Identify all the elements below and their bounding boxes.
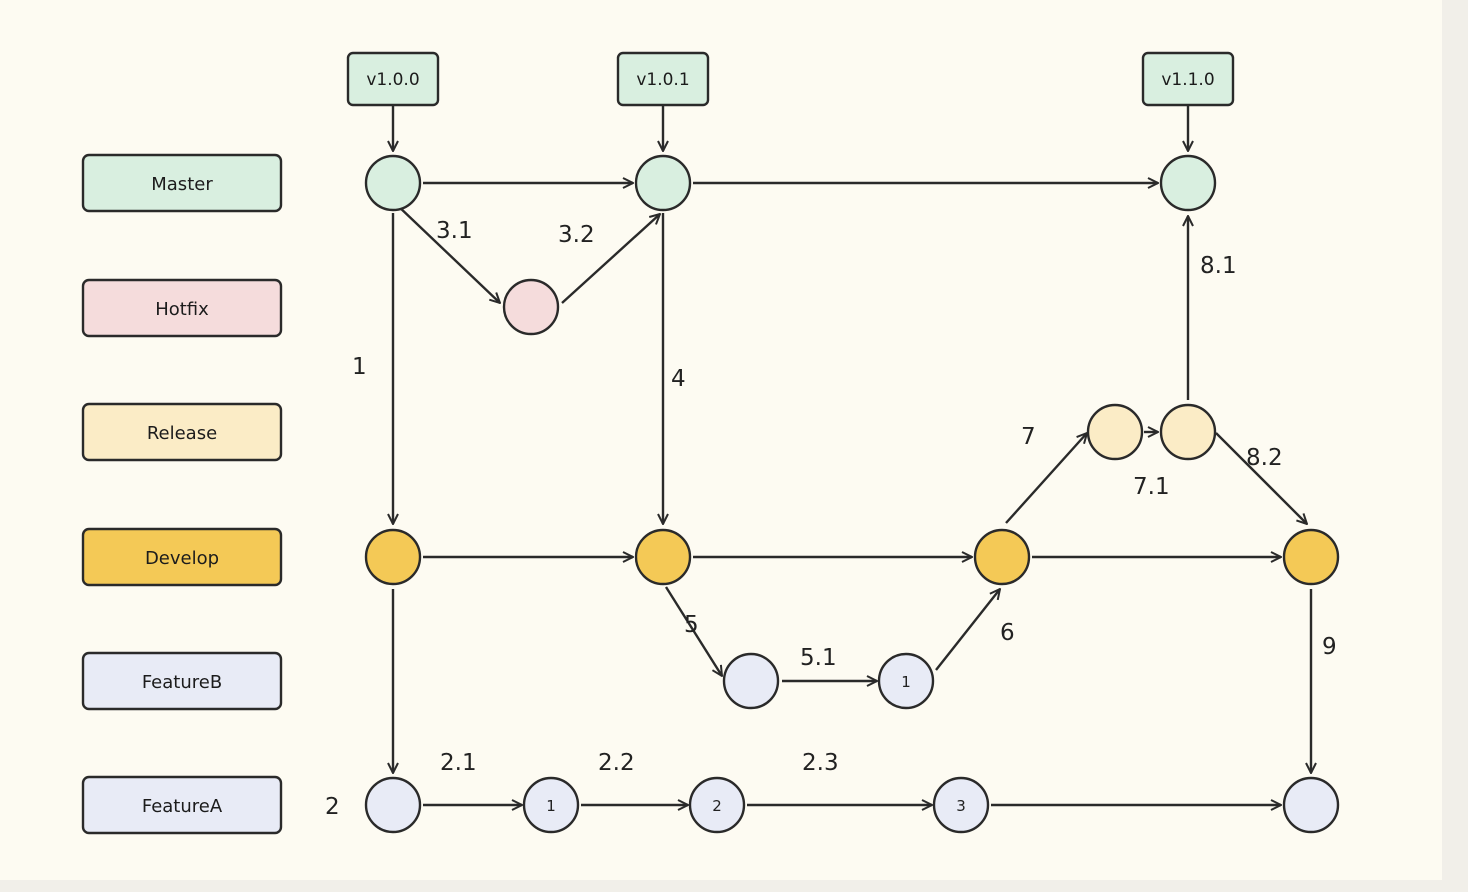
- lane-label-release: Release: [81, 402, 283, 462]
- featureb-branch-edge: [664, 586, 722, 676]
- lane-box-release: [81, 402, 283, 462]
- lane-label-text: FeatureB: [142, 672, 222, 693]
- featureb-commit-node: [722, 652, 780, 710]
- hotfix-branch-edge: [395, 203, 500, 303]
- version-tag-box: [1141, 51, 1235, 107]
- featureb-commit-circle: [877, 652, 935, 710]
- develop-commit-node: [364, 528, 422, 586]
- step-label-3-2: 3.2: [558, 222, 595, 248]
- step-label-2-3: 2.3: [802, 750, 839, 776]
- featurea-commit-circle: [932, 776, 990, 834]
- step-label-6: 6: [1000, 620, 1015, 646]
- version-tag-v1-1-0: v1.1.0: [1141, 51, 1235, 107]
- lane-label-hotfix: Hotfix: [81, 278, 283, 338]
- develop-commit-node: [973, 528, 1031, 586]
- step-label-2: 2: [325, 794, 340, 820]
- featurea-commit-node: [1282, 776, 1340, 834]
- version-tag-v1-0-0: v1.0.0: [346, 51, 440, 107]
- develop-commit-node: [634, 528, 692, 586]
- featurea-commit-circle: [522, 776, 580, 834]
- node-number: 3: [956, 797, 966, 815]
- hotfix-merge-edge: [561, 214, 660, 304]
- node-number: 1: [546, 797, 556, 815]
- lane-label-text: Develop: [145, 548, 219, 569]
- release-commit-node: [1159, 403, 1217, 461]
- release-branch-edge: [1005, 433, 1087, 524]
- step-label-5: 5: [684, 612, 699, 638]
- step-label-8-2: 8.2: [1246, 445, 1283, 471]
- lane-box-hotfix: [81, 278, 283, 338]
- version-tag-text: v1.0.1: [636, 70, 689, 90]
- lane-label-featureb: FeatureB: [81, 651, 283, 711]
- lane-box-featureb: [81, 651, 283, 711]
- master-commit-node: [634, 154, 692, 212]
- step-label-1: 1: [352, 354, 367, 380]
- step-label-5-1: 5.1: [800, 645, 837, 671]
- featureb-merge-edge: [935, 589, 1000, 671]
- lane-label-master: Master: [81, 153, 283, 213]
- lane-label-text: Hotfix: [155, 299, 209, 320]
- featurea-commit-node-1: 1: [522, 776, 580, 834]
- step-label-2-1: 2.1: [440, 750, 477, 776]
- lane-label-develop: Develop: [81, 527, 283, 587]
- edges: [393, 106, 1311, 805]
- node-number: 1: [901, 673, 911, 691]
- release-commit-node: [1086, 403, 1144, 461]
- node-number: 2: [712, 797, 722, 815]
- git-flow-diagram: Master Hotfix Release Develop FeatureB F…: [81, 51, 1340, 835]
- featurea-commit-circle: [688, 776, 746, 834]
- featurea-commit-node-3: 3: [932, 776, 990, 834]
- lane-box-master: [81, 153, 283, 213]
- lane-label-featurea: FeatureA: [81, 775, 283, 835]
- version-tag-box: [346, 51, 440, 107]
- step-labels: 1 2 2.1 2.2 2.3 3.1 3.2 4 5 5.1 6 7 7.1 …: [325, 218, 1337, 820]
- featurea-commit-node: [364, 776, 422, 834]
- develop-commit-node: [1282, 528, 1340, 586]
- master-commit-node: [1159, 154, 1217, 212]
- release-to-develop-edge: [1215, 432, 1307, 524]
- hotfix-commit-node: [502, 278, 560, 336]
- step-label-8-1: 8.1: [1200, 253, 1237, 279]
- step-label-9: 9: [1322, 634, 1337, 660]
- version-tag-text: v1.1.0: [1161, 70, 1214, 90]
- featurea-commit-node-2: 2: [688, 776, 746, 834]
- step-label-4: 4: [671, 366, 686, 392]
- step-label-2-2: 2.2: [598, 750, 635, 776]
- step-label-7: 7: [1021, 424, 1036, 450]
- lane-box-featurea: [81, 775, 283, 835]
- lane-label-text: FeatureA: [142, 796, 223, 817]
- nodes: 1 1 2 3: [364, 154, 1340, 834]
- lane-label-text: Release: [147, 423, 217, 444]
- version-tag-v1-0-1: v1.0.1: [616, 51, 710, 107]
- lane-label-text: Master: [151, 174, 213, 195]
- master-commit-node: [364, 154, 422, 212]
- version-tag-box: [616, 51, 710, 107]
- lane-box-develop: [81, 527, 283, 587]
- step-label-3-1: 3.1: [436, 218, 473, 244]
- version-tag-text: v1.0.0: [366, 70, 419, 90]
- step-label-7-1: 7.1: [1133, 474, 1170, 500]
- diagram-canvas: Master Hotfix Release Develop FeatureB F…: [0, 0, 1442, 880]
- featureb-commit-node-1: 1: [877, 652, 935, 710]
